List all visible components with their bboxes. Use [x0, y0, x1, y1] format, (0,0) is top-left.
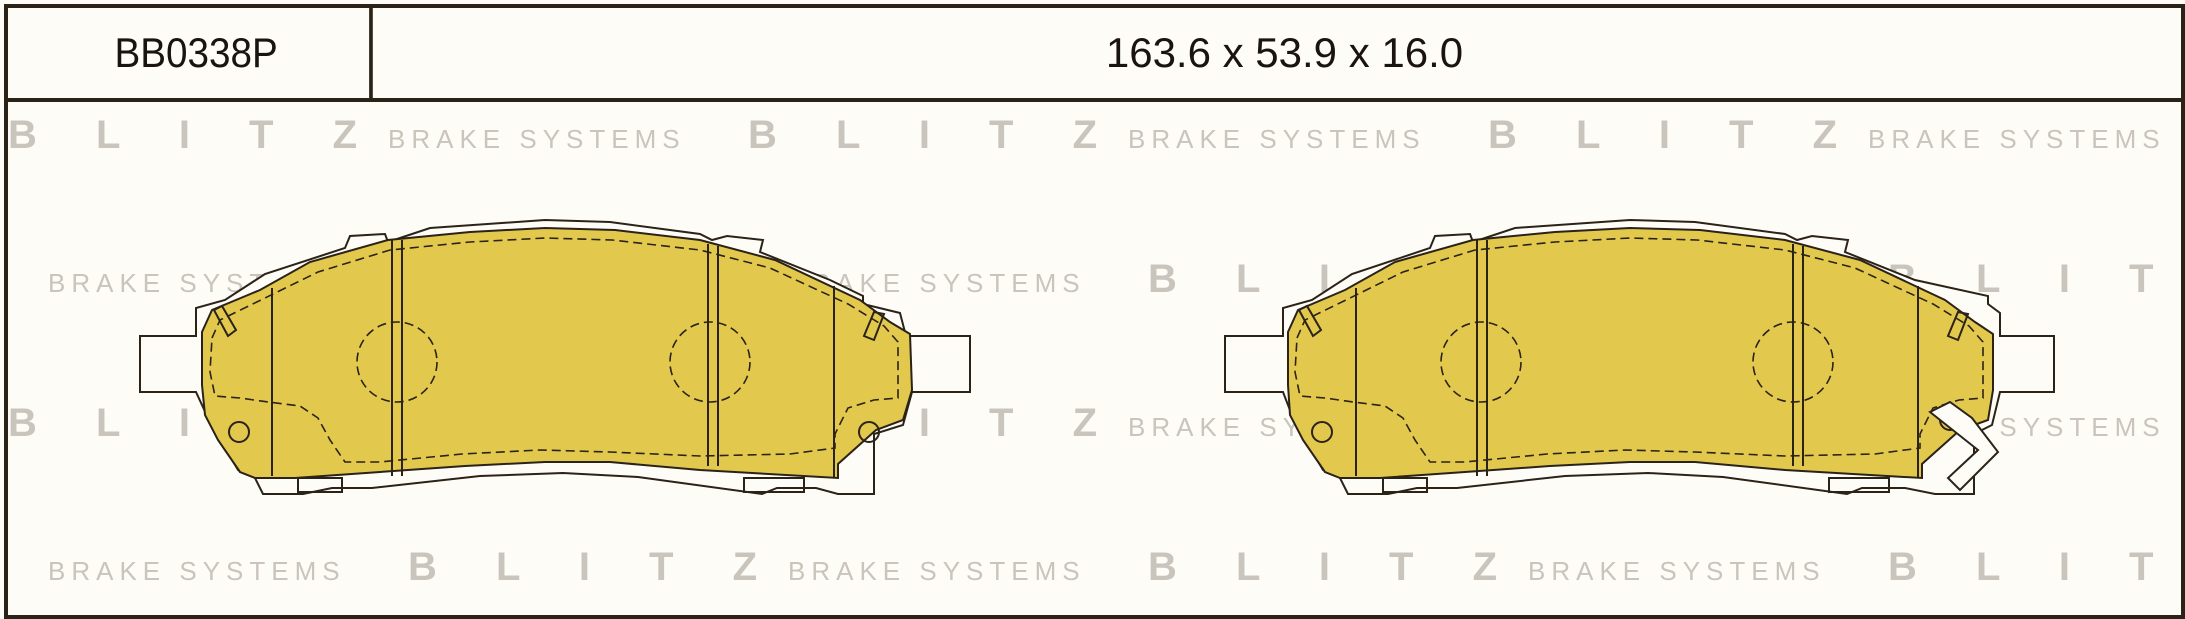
clip-tab [212, 304, 238, 338]
watermark-brand: B L I T Z [8, 113, 381, 157]
watermark-tagline: BRAKE SYSTEMS [1128, 124, 1426, 154]
wear-contour [1294, 237, 1984, 463]
watermark-tagline: BRAKE SYSTEMS [48, 556, 346, 586]
pin-circle [228, 421, 250, 443]
piston-circle [669, 321, 751, 403]
bottom-notch [297, 477, 343, 493]
watermark-tagline: BRAKE SYSTEMS [1868, 124, 2166, 154]
clip-tab [862, 310, 886, 342]
clip-tab [1297, 304, 1323, 338]
header-row: BB0338P 163.6 x 53.9 x 16.0 [8, 8, 2181, 102]
clip-tab [1946, 310, 1970, 342]
watermark-brand: B L I T Z [1148, 545, 1521, 589]
drawing-frame: BB0338P 163.6 x 53.9 x 16.0 [4, 4, 2185, 619]
bottom-notch [1382, 477, 1428, 493]
bottom-notch [743, 477, 805, 493]
pin-circle [858, 421, 880, 443]
watermark-tagline: BRAKE SYSTEMS [388, 124, 686, 154]
bottom-notch [1828, 477, 1890, 493]
brake-pad-left [139, 218, 971, 496]
piston-circle [356, 321, 438, 403]
brake-pad-right [1224, 218, 2055, 496]
piston-circle [1752, 321, 1834, 403]
piston-circle [1440, 321, 1522, 403]
watermark-tagline: BRAKE SYSTEMS [788, 556, 1086, 586]
watermark-brand: B L I T Z [408, 545, 781, 589]
part-code: BB0338P [23, 8, 373, 98]
watermark-brand: B L I T Z [748, 113, 1121, 157]
watermark-brand: B L I T Z [1488, 113, 1861, 157]
watermark-brand: B L I T Z [1888, 545, 2185, 589]
dimensions-label: 163.6 x 53.9 x 16.0 [1105, 29, 1464, 76]
pin-circle [1311, 421, 1333, 443]
watermark-tagline: BRAKE SYSTEMS [1528, 556, 1826, 586]
friction-material [201, 226, 914, 480]
wear-indicator [1928, 400, 2000, 492]
